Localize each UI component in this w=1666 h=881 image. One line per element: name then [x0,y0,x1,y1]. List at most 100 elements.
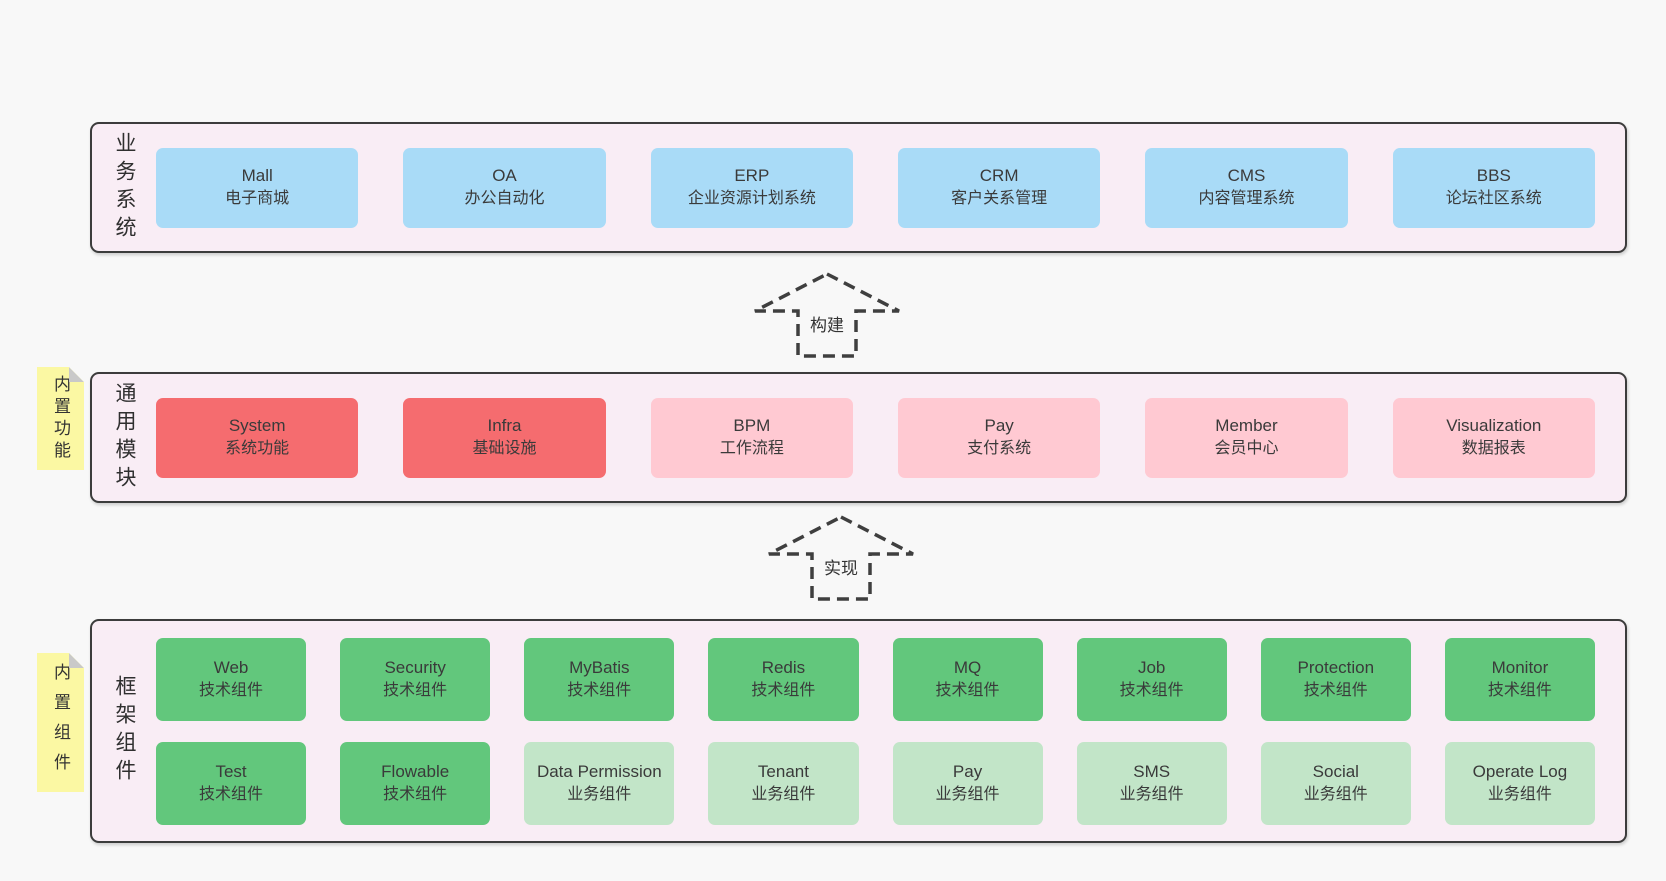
sticky-note-text: 内置组件 [51,662,70,783]
arrow-implement-label: 实现 [821,554,861,579]
band-framework-components: 框架组件 Web 技术组件 Security 技术组件 MyBatis 技术组件… [90,619,1627,843]
module-box-bpm: BPM 工作流程 [650,397,853,478]
box-title: Visualization [1446,416,1542,436]
module-boxes: System 系统功能 Infra 基础设施 BPM 工作流程 Pay 支付系统… [156,397,1595,478]
box-subtitle: 技术组件 [1303,681,1368,699]
arrow-implement: 实现 [766,514,916,602]
box-title: Flowable [381,761,450,781]
sticky-note-built-in-components: 内置组件 [37,653,84,792]
component-box-test: Test 技术组件 [156,741,307,825]
arrow-build-label: 构建 [807,311,847,336]
band-label-framework-components: 框架组件 [92,621,156,841]
box-title: Tenant [757,761,809,781]
box-subtitle: 技术组件 [1119,681,1184,699]
module-box-visualization: Visualization 数据报表 [1392,397,1595,478]
box-subtitle: 业务组件 [1487,785,1552,803]
box-title: Protection [1297,657,1375,677]
component-box-mq: MQ 技术组件 [892,637,1043,721]
box-subtitle: 办公自动化 [464,190,545,208]
box-subtitle: 基础设施 [472,440,537,458]
arrow-build: 构建 [752,271,902,359]
box-title: Infra [487,416,522,436]
box-subtitle: 技术组件 [383,681,448,699]
box-subtitle: 电子商城 [225,190,290,208]
box-title: Mall [241,166,273,186]
band-label-text: 通用模块 [113,381,136,494]
system-box-crm: CRM 客户关系管理 [897,147,1101,228]
box-subtitle: 业务组件 [751,785,816,803]
band-business-systems: 业务系统 Mall 电子商城 OA 办公自动化 ERP 企业资源计划系统 CRM… [90,122,1627,253]
box-title: Redis [761,657,806,677]
box-subtitle: 技术组件 [1487,681,1552,699]
system-box-mall: Mall 电子商城 [156,147,359,228]
band-label-common-modules: 通用模块 [92,374,156,501]
component-box-redis: Redis 技术组件 [708,637,859,721]
box-subtitle: 工作流程 [719,440,784,458]
sticky-note-built-in-features: 内置功能 [37,367,84,470]
component-box-tenant: Tenant 业务组件 [708,741,859,825]
box-subtitle: 客户关系管理 [951,190,1048,208]
box-title: Pay [984,416,1014,436]
box-title: Monitor [1491,657,1549,677]
box-subtitle: 业务组件 [1119,785,1184,803]
box-subtitle: 业务组件 [1303,785,1368,803]
system-box-oa: OA 办公自动化 [403,147,606,228]
component-box-security: Security 技术组件 [340,637,491,721]
component-box-operate-log: Operate Log 业务组件 [1444,741,1595,825]
box-title: Web [213,657,249,677]
up-arrow-icon [754,272,900,358]
component-box-sms: SMS 业务组件 [1076,741,1227,825]
component-rows: Web 技术组件 Security 技术组件 MyBatis 技术组件 Redi… [156,637,1595,825]
component-box-social: Social 业务组件 [1260,741,1411,825]
band-label-text: 业务系统 [113,131,136,244]
box-title: Social [1312,761,1359,781]
component-box-job: Job 技术组件 [1076,637,1227,721]
component-box-monitor: Monitor 技术组件 [1444,637,1595,721]
box-subtitle: 系统功能 [225,440,290,458]
component-box-web: Web 技术组件 [156,637,307,721]
module-box-system: System 系统功能 [156,397,359,478]
module-box-infra: Infra 基础设施 [403,397,606,478]
band-common-modules: 通用模块 System 系统功能 Infra 基础设施 BPM 工作流程 Pay… [90,372,1627,503]
module-box-member: Member 会员中心 [1145,397,1348,478]
box-title: MQ [953,657,982,677]
component-box-protection: Protection 技术组件 [1260,637,1411,721]
system-box-erp: ERP 企业资源计划系统 [650,147,853,228]
box-title: Test [215,761,247,781]
component-box-pay: Pay 业务组件 [892,741,1043,825]
box-subtitle: 技术组件 [383,785,448,803]
component-box-flowable: Flowable 技术组件 [340,741,491,825]
component-box-mybatis: MyBatis 技术组件 [524,637,675,721]
box-title: Job [1137,657,1166,677]
component-row-tech: Web 技术组件 Security 技术组件 MyBatis 技术组件 Redi… [156,637,1595,721]
box-title: Data Permission [536,761,662,781]
box-title: Member [1215,416,1278,436]
band-label-text: 框架组件 [113,675,136,787]
system-box-bbs: BBS 论坛社区系统 [1392,147,1595,228]
box-title: MyBatis [569,657,630,677]
box-subtitle: 技术组件 [199,681,264,699]
box-title: BBS [1476,166,1511,186]
box-title: CRM [979,166,1019,186]
band-label-business-systems: 业务系统 [92,124,156,251]
module-box-pay: Pay 支付系统 [897,397,1101,478]
box-title: OA [492,166,517,186]
business-boxes: Mall 电子商城 OA 办公自动化 ERP 企业资源计划系统 CRM 客户关系… [156,147,1595,228]
box-title: Security [384,657,446,677]
component-row-business: Test 技术组件 Flowable 技术组件 Data Permission … [156,741,1595,825]
box-title: Pay [952,761,983,781]
box-subtitle: 数据报表 [1461,440,1526,458]
box-subtitle: 业务组件 [567,785,632,803]
box-subtitle: 技术组件 [935,681,1000,699]
component-box-data-permission: Data Permission 业务组件 [524,741,675,825]
box-title: Operate Log [1472,761,1568,781]
box-title: CMS [1227,166,1266,186]
box-title: System [228,416,286,436]
box-subtitle: 会员中心 [1214,440,1279,458]
box-title: BPM [733,416,771,436]
box-subtitle: 企业资源计划系统 [687,190,816,208]
up-arrow-icon [768,515,914,601]
system-box-cms: CMS 内容管理系统 [1145,147,1348,228]
box-subtitle: 业务组件 [935,785,1000,803]
